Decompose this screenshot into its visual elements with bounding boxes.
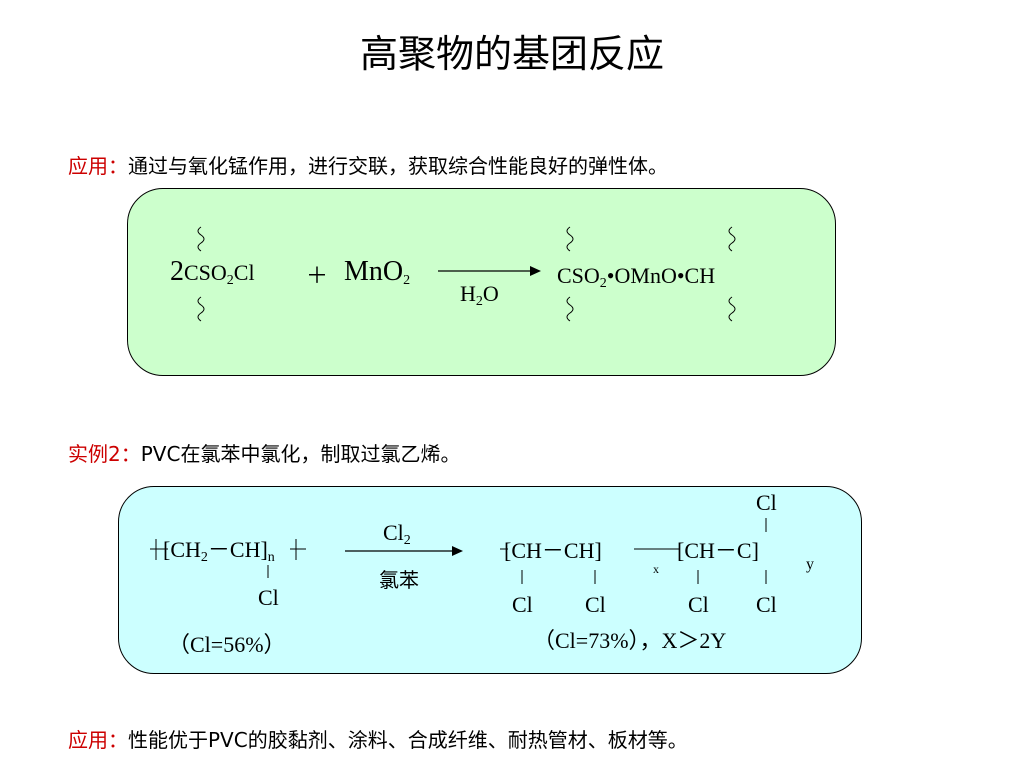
polymer-chain-wave-icon	[197, 226, 205, 252]
reaction-box-crosslinking	[127, 188, 836, 376]
subscript-x: x	[653, 562, 659, 576]
paragraph-text: PVC在氯苯中氯化，制取过氯乙烯。	[140, 442, 461, 466]
reaction-arrowhead-icon	[530, 266, 541, 276]
product-chlorine-content: （Cl=73%），X＞2Y	[533, 628, 727, 653]
paragraph-application-1: 应用：通过与氧化锰作用，进行交联，获取综合性能良好的弹性体。	[68, 152, 668, 180]
product-chlorine-3: Cl	[688, 592, 709, 617]
polymer-chain-wave-icon	[566, 296, 574, 322]
paragraph-label: 应用：	[68, 154, 128, 178]
plus-sign: ＋	[306, 263, 329, 288]
paragraph-label: 实例2：	[68, 442, 141, 466]
reaction-arrowhead-icon	[452, 546, 463, 556]
reactant-chlorine-content: （Cl=56%）	[168, 632, 286, 657]
product-chlorine-1: Cl	[512, 592, 533, 617]
solvent-chlorobenzene: 氯苯	[379, 568, 419, 592]
product-chlorine-4: Cl	[756, 592, 777, 617]
coefficient: 2	[170, 256, 184, 287]
paragraph-label: 应用：	[68, 728, 128, 752]
product-chlorine-2: Cl	[585, 592, 606, 617]
paragraph-text: 通过与氧化锰作用，进行交联，获取综合性能良好的弹性体。	[128, 154, 668, 178]
product-chlorine-top: Cl	[756, 490, 777, 515]
reactant-sulfonyl-chloride: 2CSO2Cl	[170, 256, 255, 288]
reactant-chlorine-substituent: Cl	[258, 585, 279, 610]
reactant-pvc-unit: [CH2－CH]n	[163, 537, 275, 565]
reactant-manganese-oxide: MnO2	[344, 256, 411, 288]
reagent-chlorine: Cl2	[383, 520, 411, 548]
reaction-condition-water: H2O	[460, 281, 499, 309]
product-unit-x: [CH－CH]	[504, 538, 602, 563]
polymer-chain-wave-icon	[566, 226, 574, 252]
paragraph-example-2: 实例2：PVC在氯苯中氯化，制取过氯乙烯。	[68, 440, 460, 468]
polymer-chain-wave-icon	[728, 296, 736, 322]
product-unit-y: [CH－C]	[677, 538, 759, 563]
polymer-chain-wave-icon	[728, 226, 736, 252]
product-crosslinked: CSO2•OMnO•CH	[557, 263, 716, 291]
subscript-y: y	[806, 556, 814, 573]
reaction-box-chlorination	[118, 486, 862, 674]
polymer-chain-wave-icon	[197, 296, 205, 322]
paragraph-application-3: 应用：性能优于PVC的胶黏剂、涂料、合成纤维、耐热管材、板材等。	[68, 726, 688, 754]
slide-title: 高聚物的基团反应	[359, 32, 664, 76]
paragraph-text: 性能优于PVC的胶黏剂、涂料、合成纤维、耐热管材、板材等。	[128, 728, 688, 752]
